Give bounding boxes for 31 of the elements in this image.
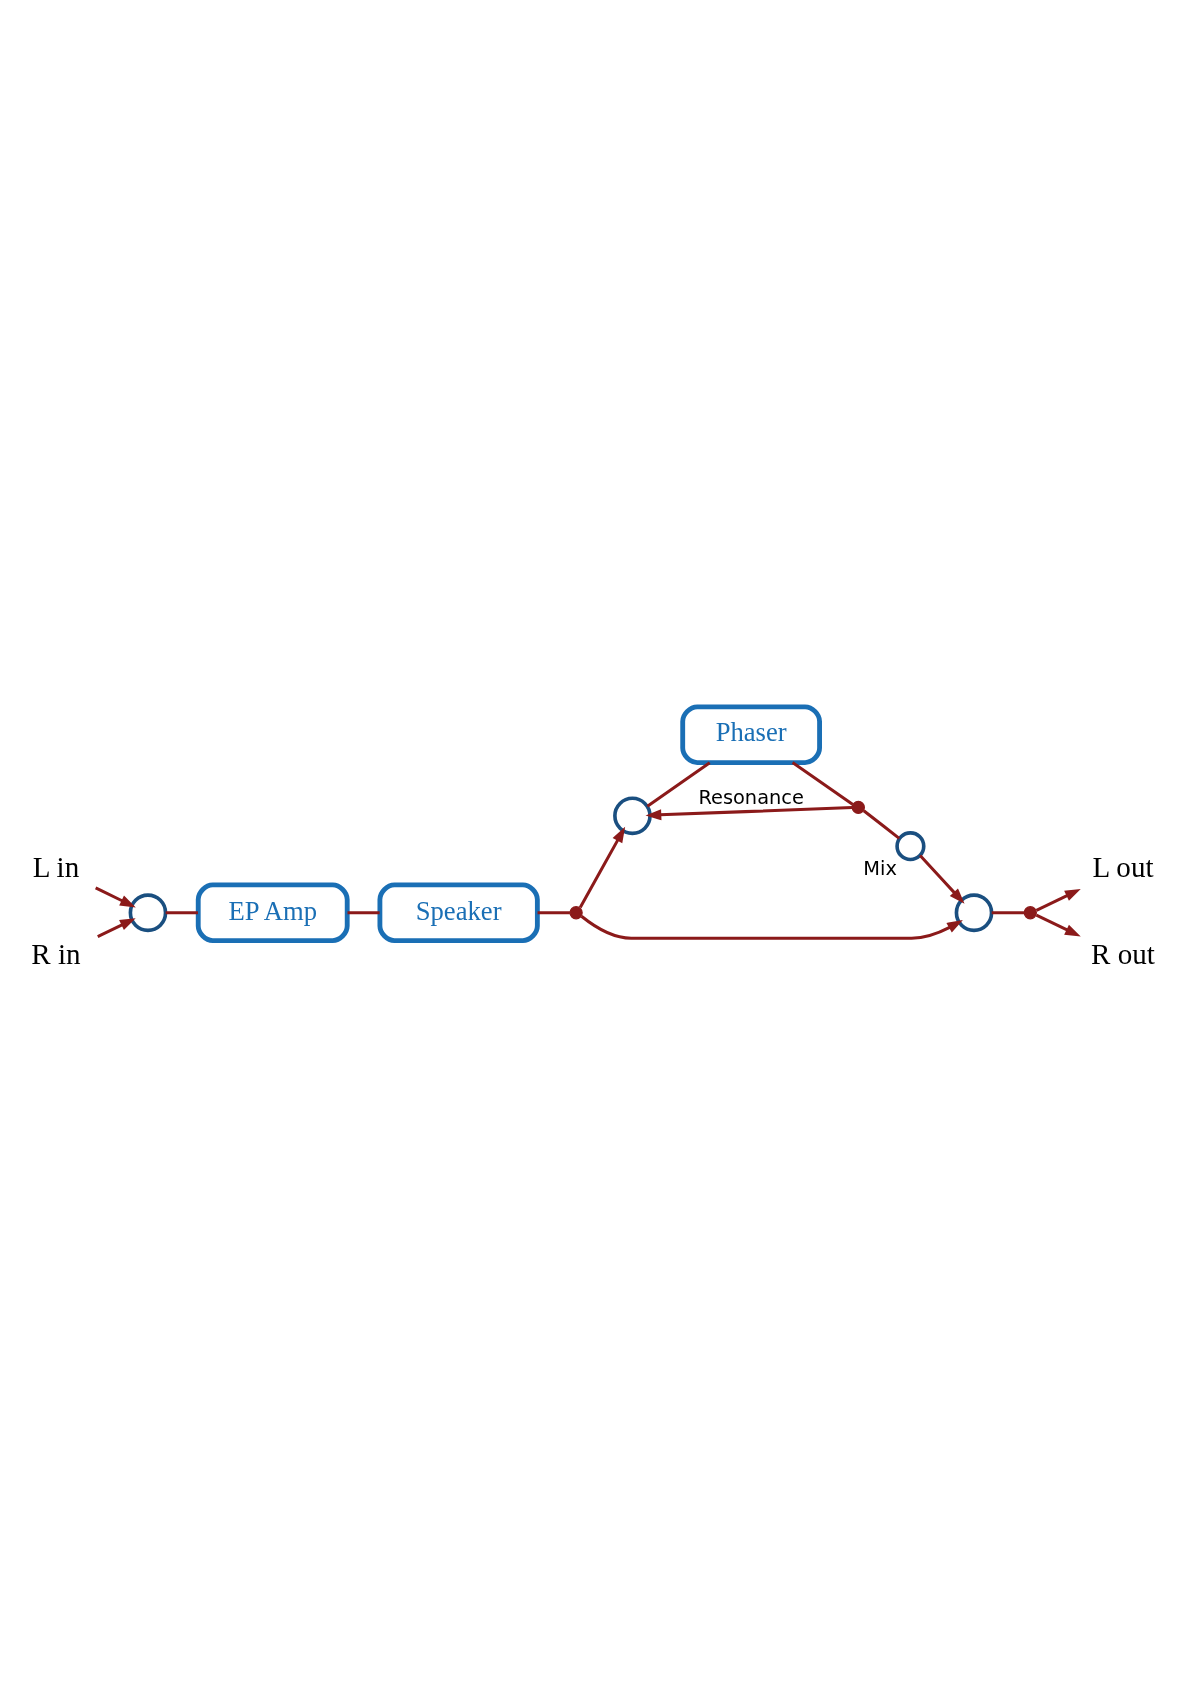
connector <box>991 910 1025 914</box>
node-circle <box>954 892 994 932</box>
node-box: Phaser <box>680 703 822 765</box>
node-label: Mix <box>863 856 897 880</box>
node-circle <box>851 800 865 814</box>
arrow <box>578 826 626 908</box>
edge-label: Resonance <box>698 785 804 808</box>
node-circle <box>569 905 583 919</box>
arrow <box>645 805 853 820</box>
node-circle <box>895 830 926 861</box>
connector <box>862 809 901 839</box>
arrow <box>580 914 963 940</box>
node-circle <box>613 795 652 835</box>
connector <box>537 910 570 914</box>
arrow <box>1035 888 1081 912</box>
node-text: R in <box>31 937 81 970</box>
connector <box>646 761 711 807</box>
node-box: EP Amp <box>195 881 350 943</box>
node-text: R out <box>1091 937 1155 970</box>
node-text: L out <box>1092 850 1154 883</box>
node-circle <box>128 892 168 932</box>
connector <box>347 910 380 914</box>
connector <box>165 910 198 914</box>
connector <box>791 760 854 806</box>
node-box: Speaker <box>377 881 540 943</box>
arrow <box>97 917 136 938</box>
node-text: L in <box>32 850 80 883</box>
arrow <box>95 886 136 907</box>
arrow <box>1035 913 1081 937</box>
node-circle <box>1023 905 1037 919</box>
arrow <box>919 853 965 904</box>
